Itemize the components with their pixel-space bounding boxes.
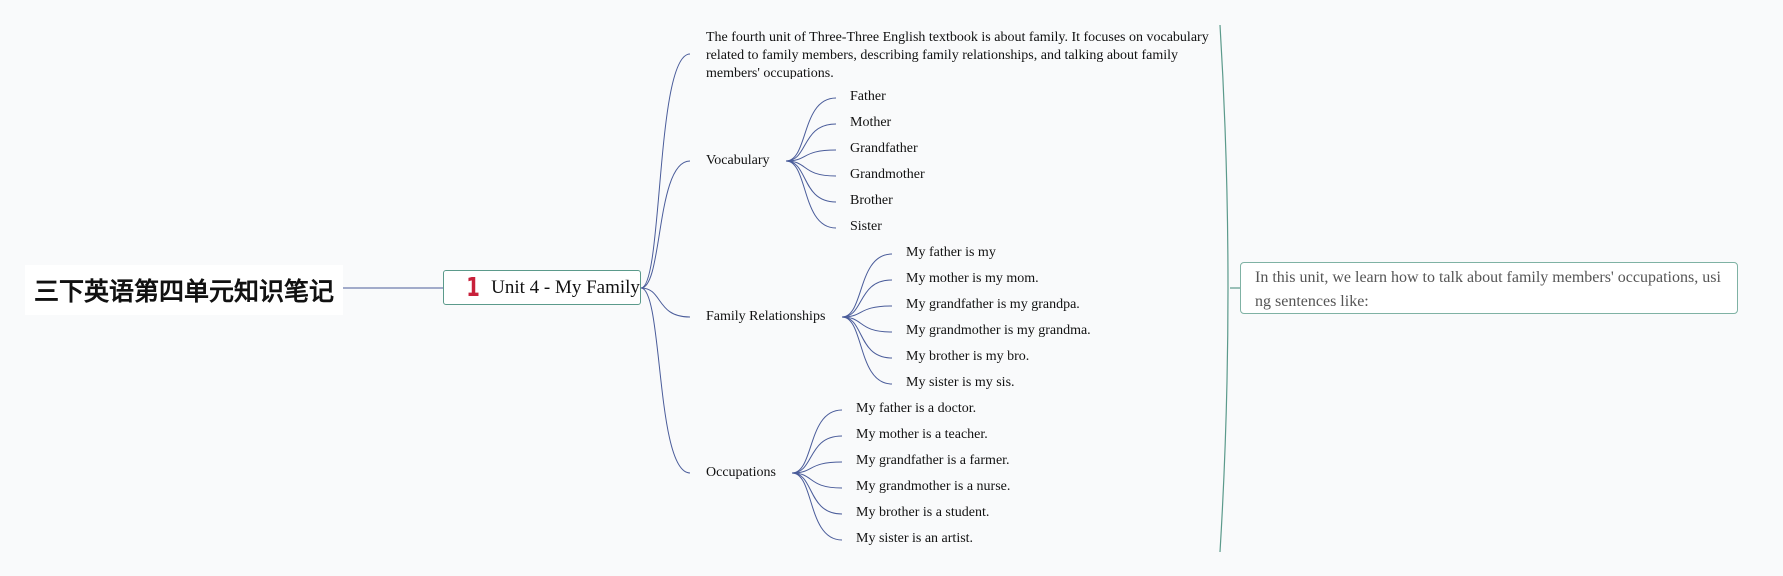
- occupation-item[interactable]: My grandmother is a nurse.: [856, 479, 1011, 494]
- vocabulary-item[interactable]: Father: [850, 89, 886, 104]
- occupation-item[interactable]: My mother is a teacher.: [856, 427, 988, 442]
- leaf-connector: [785, 160, 837, 203]
- leaf-connector: [791, 461, 843, 474]
- root-topic[interactable]: 三下英语第四单元知识笔记: [25, 265, 343, 315]
- leaf-connector: [785, 97, 837, 162]
- occupation-item[interactable]: My sister is an artist.: [856, 531, 974, 546]
- relationship-item[interactable]: My sister is my sis.: [906, 375, 1015, 390]
- vocabulary-item[interactable]: Brother: [850, 193, 893, 208]
- leaf-connector: [791, 409, 843, 474]
- summary-note[interactable]: In this unit, we learn how to talk about…: [1240, 262, 1738, 314]
- occupation-item[interactable]: My grandfather is a farmer.: [856, 453, 1010, 468]
- branch-vocabulary[interactable]: Vocabulary: [706, 153, 770, 168]
- relationship-item[interactable]: My father is my: [906, 245, 996, 260]
- leaf-connector: [841, 316, 893, 385]
- branch-occupations[interactable]: Occupations: [706, 465, 776, 480]
- leaf-connector: [785, 160, 837, 177]
- branch-connector: [640, 287, 691, 318]
- relationship-item[interactable]: My grandfather is my grandpa.: [906, 297, 1080, 312]
- relationship-item[interactable]: My mother is my mom.: [906, 271, 1039, 286]
- relationship-item[interactable]: My grandmother is my grandma.: [906, 323, 1091, 338]
- topic-number-badge: 1: [466, 272, 480, 303]
- leaf-connector: [791, 435, 843, 474]
- leaf-connector: [841, 316, 893, 359]
- branch-family-relationships[interactable]: Family Relationships: [706, 309, 826, 324]
- occupation-item[interactable]: My father is a doctor.: [856, 401, 977, 416]
- vocabulary-item[interactable]: Grandmother: [850, 167, 925, 182]
- summary-bracket: [1219, 24, 1229, 553]
- leaf-connector: [841, 316, 893, 333]
- leaf-connector: [791, 472, 843, 489]
- leaf-connector: [841, 305, 893, 318]
- leaf-connector: [785, 123, 837, 162]
- unit-description[interactable]: The fourth unit of Three-Three English t…: [706, 30, 1209, 79]
- relationship-item[interactable]: My brother is my bro.: [906, 349, 1030, 364]
- leaf-connector: [841, 253, 893, 318]
- root-topic-label: 三下英语第四单元知识笔记: [33, 277, 334, 306]
- main-topic-label: Unit 4 - My Family: [491, 276, 640, 298]
- leaf-connector: [785, 160, 837, 229]
- occupation-item[interactable]: My brother is a student.: [856, 505, 990, 520]
- leaf-connector: [791, 472, 843, 515]
- vocabulary-item[interactable]: Grandfather: [850, 141, 918, 156]
- branch-connector: [640, 160, 691, 289]
- leaf-connector: [791, 472, 843, 541]
- leaf-connector: [785, 149, 837, 162]
- leaf-connector: [841, 279, 893, 318]
- branch-connector: [640, 287, 691, 474]
- vocabulary-item[interactable]: Sister: [850, 219, 882, 234]
- main-topic[interactable]: 1 Unit 4 - My Family: [443, 270, 641, 305]
- vocabulary-item[interactable]: Mother: [850, 115, 892, 130]
- branch-connector: [640, 53, 691, 289]
